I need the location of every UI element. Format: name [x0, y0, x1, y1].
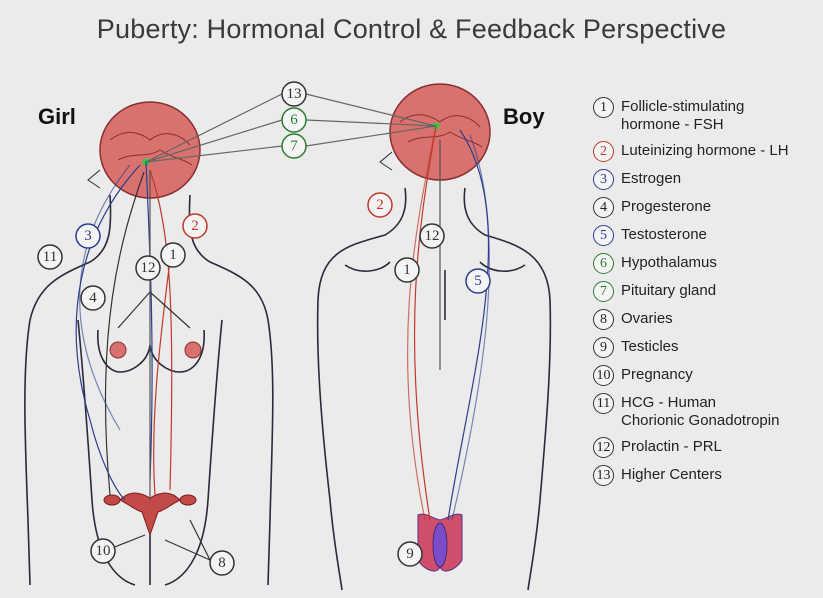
girl-tag-8: 8 [210, 551, 234, 575]
tag-13: 13 [282, 82, 306, 106]
hormone-diagram: 13 6 7 2 3 11 12 1 4 10 8 2 12 1 5 9 [0, 0, 590, 598]
legend-text-hypothalamus: Hypothalamus [621, 254, 717, 272]
legend-text-hcg: HCG - Human Chorionic Gonadotropin [621, 394, 779, 430]
legend-item-12: 12 Prolactin - PRL [593, 438, 821, 458]
boy-tag-12: 12 [420, 224, 444, 248]
legend-num-5: 5 [593, 225, 614, 246]
legend-num-9: 9 [593, 337, 614, 358]
legend-num-11: 11 [593, 393, 614, 414]
girl-tag-2: 2 [183, 214, 207, 238]
svg-text:4: 4 [89, 290, 97, 306]
legend-num-12: 12 [593, 437, 614, 458]
svg-text:12: 12 [425, 228, 440, 244]
girl-tag-1: 1 [161, 243, 185, 267]
legend-text-pituitary: Pituitary gland [621, 282, 716, 300]
legend-item-10: 10 Pregnancy [593, 366, 821, 386]
boy-testicles [418, 514, 462, 571]
legend-text-pregnancy: Pregnancy [621, 366, 693, 384]
svg-text:2: 2 [191, 218, 199, 234]
legend-text-testosterone: Testosterone [621, 226, 707, 244]
svg-text:13: 13 [287, 86, 302, 102]
girl-tag-10: 10 [91, 539, 115, 563]
girl-tag-11: 11 [38, 245, 62, 269]
legend-text-estrogen: Estrogen [621, 170, 681, 188]
legend-item-7: 7 Pituitary gland [593, 282, 821, 302]
legend-num-10: 10 [593, 365, 614, 386]
girl-tag-3: 3 [76, 224, 100, 248]
legend-num-4: 4 [593, 197, 614, 218]
boy-tag-2: 2 [368, 193, 392, 217]
legend-num-6: 6 [593, 253, 614, 274]
legend-text-higher-centers: Higher Centers [621, 466, 722, 484]
legend-item-5: 5 Testosterone [593, 226, 821, 246]
legend-item-6: 6 Hypothalamus [593, 254, 821, 274]
svg-text:3: 3 [84, 228, 92, 244]
legend-num-2: 2 [593, 141, 614, 162]
girl-breast-left [110, 342, 126, 358]
svg-text:11: 11 [43, 249, 57, 265]
boy-tag-5: 5 [466, 269, 490, 293]
legend-num-1: 1 [593, 97, 614, 118]
legend-item-3: 3 Estrogen [593, 170, 821, 190]
legend-text-fsh: Follicle-stimulating hormone - FSH [621, 98, 744, 134]
svg-text:2: 2 [376, 197, 384, 213]
girl-tag-4: 4 [81, 286, 105, 310]
legend-text-prolactin: Prolactin - PRL [621, 438, 722, 456]
girl-breast-right [185, 342, 201, 358]
legend: 1 Follicle-stimulating hormone - FSH 2 Lut… [593, 98, 821, 494]
legend-num-8: 8 [593, 309, 614, 330]
girl-tag-12: 12 [136, 256, 160, 280]
legend-item-4: 4 Progesterone [593, 198, 821, 218]
legend-text-lh: Luteinizing hormone - LH [621, 142, 789, 160]
legend-num-7: 7 [593, 281, 614, 302]
svg-text:9: 9 [406, 546, 414, 562]
legend-num-3: 3 [593, 169, 614, 190]
legend-item-9: 9 Testicles [593, 338, 821, 358]
legend-item-13: 13 Higher Centers [593, 466, 821, 486]
svg-text:12: 12 [141, 260, 156, 276]
svg-text:8: 8 [218, 555, 226, 571]
legend-text-ovaries: Ovaries [621, 310, 673, 328]
legend-num-13: 13 [593, 465, 614, 486]
boy-tag-9: 9 [398, 542, 422, 566]
svg-text:7: 7 [290, 138, 298, 154]
tag-7: 7 [282, 134, 306, 158]
svg-text:6: 6 [290, 112, 298, 128]
svg-text:10: 10 [96, 543, 111, 559]
legend-text-testicles: Testicles [621, 338, 679, 356]
legend-item-1: 1 Follicle-stimulating hormone - FSH [593, 98, 821, 134]
legend-item-2: 2 Luteinizing hormone - LH [593, 142, 821, 162]
tag-6: 6 [282, 108, 306, 132]
legend-item-8: 8 Ovaries [593, 310, 821, 330]
svg-text:1: 1 [403, 262, 411, 278]
svg-text:5: 5 [474, 273, 482, 289]
boy-tag-1: 1 [395, 258, 419, 282]
svg-text:1: 1 [169, 247, 177, 263]
legend-text-progesterone: Progesterone [621, 198, 711, 216]
legend-item-11: 11 HCG - Human Chorionic Gonadotropin [593, 394, 821, 430]
